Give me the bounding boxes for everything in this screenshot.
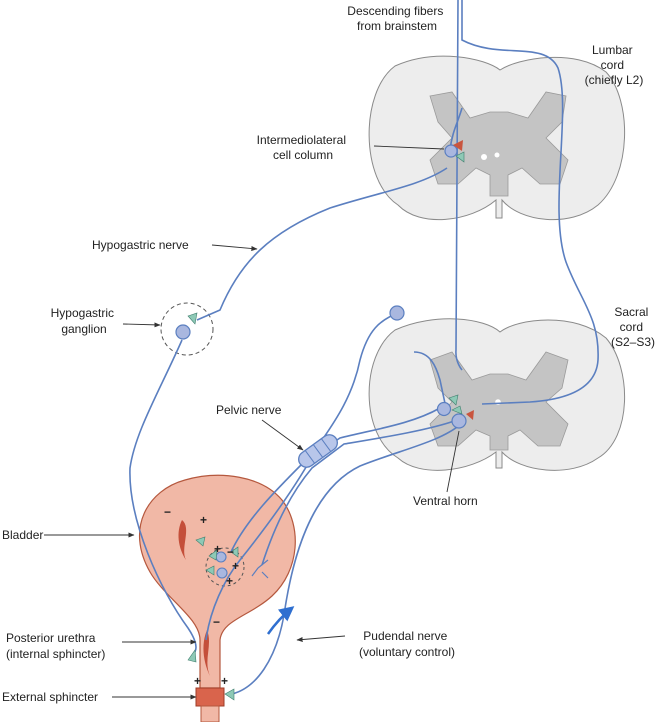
external-sphincter-synapse-green	[224, 688, 235, 701]
sacral-synapse-green-2	[451, 405, 463, 415]
bladder-minus-sign: −	[164, 505, 171, 519]
urethra-muscle-fiber	[203, 630, 210, 676]
sacral-synapse-red	[466, 410, 474, 420]
iml-synapse-green	[455, 151, 465, 163]
lumbar-gray-matter	[429, 91, 569, 197]
sacral-cord-label: Sacral cord (S2–S3)	[611, 305, 655, 349]
hypogastric-ganglion-boundary	[160, 302, 214, 356]
afferent-direction-arrow	[266, 606, 295, 635]
pelvic-nerve-fiber-2	[261, 419, 458, 566]
lumbar-canal-dot	[494, 152, 500, 158]
urethra-minus-sign: −	[213, 615, 220, 629]
sphincter-plus-sign-left: +	[194, 674, 201, 688]
dorsal-root-ganglion-neuron	[389, 305, 405, 321]
ganglion-plus-sign: +	[214, 542, 221, 556]
ventral-horn-label: Ventral horn	[413, 494, 478, 508]
bladder-ganglion-neuron-2	[216, 567, 228, 579]
hypogastric-ganglion-pointer	[122, 322, 161, 328]
neurons	[175, 144, 467, 579]
iml-neuron	[444, 144, 458, 158]
signs: − + + − + + − + +	[164, 505, 239, 688]
urethra-tail	[200, 705, 220, 722]
synapses	[187, 140, 474, 701]
lumbar-cord	[368, 55, 626, 221]
ventral-horn-pointer	[446, 430, 460, 493]
bladder-muscle-fiber	[178, 520, 187, 560]
ventral-horn-motor-neuron	[451, 413, 467, 429]
bladder-synapse-green-2	[205, 565, 215, 576]
hypogastric-nerve-label: Hypogastric nerve	[92, 238, 189, 252]
lumbar-cord-label: Lumbar cord (chiefly L2)	[585, 43, 644, 87]
external-sphincter	[195, 687, 225, 707]
bladder	[139, 474, 296, 722]
bladder-wall-ganglion-boundary	[205, 547, 245, 587]
pudendal-pointer	[296, 635, 346, 643]
sacral-synapse-green-1	[448, 394, 459, 406]
pelvic-nerve-pointer	[261, 419, 304, 451]
iml-pointer	[373, 145, 445, 150]
sensory-ending	[251, 559, 269, 579]
bladder-plus-sign: +	[200, 513, 207, 527]
ganglion-plus-sign-3: +	[226, 574, 233, 588]
internal-sphincter-synapse-green	[187, 649, 197, 663]
bladder-wall-synapse-green	[195, 536, 206, 547]
hypogastric-ganglion-label: Hypogastric ganglion	[51, 306, 118, 336]
intermediolateral-label: Intermediolateral cell column	[257, 133, 350, 162]
pudendal-nerve-fiber	[231, 423, 462, 695]
sacral-preganglionic-neuron	[436, 401, 452, 417]
bladder-body	[139, 474, 296, 689]
bladder-synapse-green-3	[230, 546, 239, 558]
ventral-horn-loop	[413, 351, 447, 409]
ganglion-minus-sign: −	[227, 545, 234, 559]
descending-fiber-2	[461, 0, 599, 405]
descending-fibers-label: Descending fibers from brainstem	[347, 4, 446, 33]
lumbar-central-canal	[481, 154, 487, 160]
hypogastric-nerve-pointer	[211, 244, 258, 252]
iml-synapse-red	[453, 140, 463, 151]
sacral-cord	[368, 318, 626, 471]
pudendal-nerve-label: Pudendal nerve (voluntary control)	[359, 629, 455, 659]
pointer-lines	[44, 145, 460, 700]
ganglion-plus-sign-2: +	[232, 559, 239, 573]
sphincter-plus-sign-right: +	[221, 674, 228, 688]
hypogastric-nerve-fiber	[196, 167, 448, 321]
posterior-urethra-label: Posterior urethra (internal sphincter)	[6, 631, 105, 661]
hypogastric-synapse-green	[187, 312, 198, 325]
pelvic-nerve-label: Pelvic nerve	[216, 403, 282, 417]
bladder-label: Bladder	[2, 528, 43, 542]
descending-fiber-1	[455, 0, 463, 371]
external-sphincter-label: External sphincter	[2, 690, 98, 704]
pelvic-nerve-bundle	[298, 434, 338, 468]
bladder-synapse-green-1	[208, 549, 218, 561]
hypogastric-ganglion-neuron	[175, 324, 191, 340]
labels: Descending fibers from brainstem Lumbar …	[2, 4, 655, 704]
